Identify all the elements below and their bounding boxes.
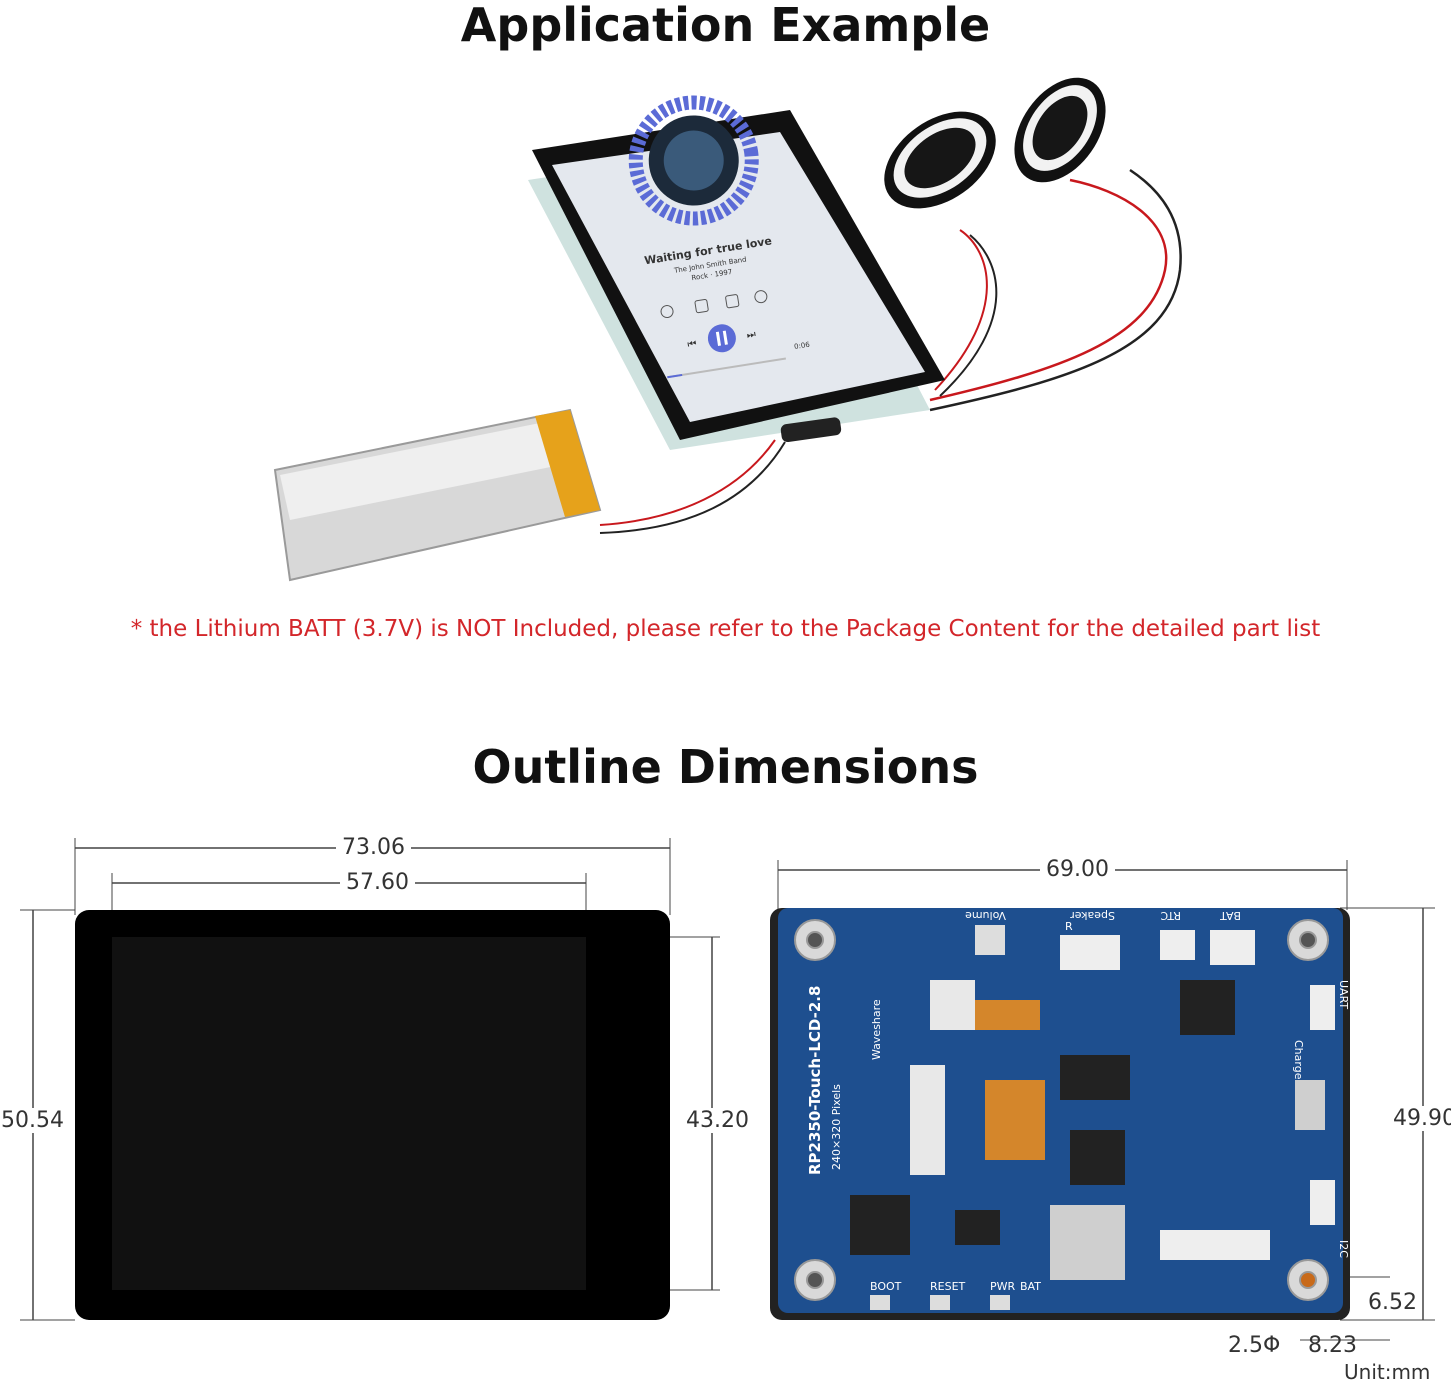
lcd-device — [528, 110, 945, 450]
pcb-label: PWR — [990, 1280, 1016, 1293]
pcb-label: I2C — [1337, 1240, 1350, 1258]
gpio-header — [1160, 1230, 1270, 1260]
pcb-label: BOOT — [870, 1280, 902, 1293]
sd-card-slot — [1050, 1205, 1125, 1280]
boot-button — [870, 1295, 890, 1310]
pcb-label: RESET — [930, 1280, 966, 1293]
pcb-label: UART — [1337, 980, 1350, 1009]
ic-chip — [1070, 1130, 1125, 1185]
application-example-title: Application Example — [460, 0, 991, 52]
speaker-connector — [1060, 935, 1120, 970]
visualizer-ring — [628, 95, 759, 226]
back-view-drawing: RP2350-Touch-LCD-2.8 240×320 Pixels Wave… — [770, 860, 1435, 1341]
dim-width-outer: 73.06 — [336, 835, 411, 860]
dim-height-inner: 43.20 — [680, 1108, 755, 1133]
battery-note: * the Lithium BATT (3.7V) is NOT Include… — [130, 616, 1321, 642]
ic-chip — [1060, 1055, 1130, 1100]
pcb-label: Speaker — [1070, 909, 1115, 922]
reset-button — [930, 1295, 950, 1310]
next-icon[interactable]: ⏭ — [746, 329, 757, 341]
front-view-drawing — [20, 838, 720, 1321]
flash-chip — [955, 1210, 1000, 1245]
dim-hole-diameter: 2.5Φ — [1228, 1333, 1281, 1358]
progress-bar — [667, 373, 683, 379]
pcb-label: RTC — [1160, 909, 1181, 922]
dim-height-outer: 50.54 — [0, 1108, 70, 1133]
bat-connector — [1210, 930, 1255, 965]
rp2350-chip — [850, 1195, 910, 1255]
volume-pot — [975, 925, 1005, 955]
dim-width-inner: 57.60 — [340, 870, 415, 895]
pcb-label: Volume — [965, 909, 1006, 922]
dim-hole-offset-x: 8.23 — [1308, 1333, 1357, 1358]
pcb-label: BAT — [1020, 1280, 1041, 1293]
rtc-connector — [1160, 930, 1195, 960]
pwr-button — [990, 1295, 1010, 1310]
speaker-left — [884, 111, 996, 209]
heart-icon[interactable] — [660, 305, 674, 319]
dim-back-width: 69.00 — [1040, 857, 1115, 882]
ic-chip — [1180, 980, 1235, 1035]
lithium-battery — [273, 408, 602, 582]
uart-connector — [1310, 985, 1335, 1030]
more-icon[interactable] — [754, 290, 768, 304]
pcb-label: Charge — [1292, 1040, 1305, 1080]
pause-button[interactable] — [706, 322, 738, 354]
pcb-resolution-label: 240×320 Pixels — [830, 1084, 843, 1170]
download-icon[interactable] — [725, 294, 740, 309]
previous-icon[interactable]: ⏮ — [687, 338, 698, 350]
pcb-label: BAT — [1220, 909, 1241, 922]
lyrics-icon[interactable] — [694, 298, 709, 314]
speaker-right — [1014, 77, 1106, 183]
usb-c-port — [1295, 1080, 1325, 1130]
dim-back-height: 49.90 — [1387, 1106, 1451, 1131]
front-panel-display — [112, 937, 586, 1290]
pcb-label: R — [1065, 920, 1073, 933]
application-illustration: Waiting for true love The John Smith Ban… — [273, 77, 1182, 582]
elapsed-time: 0:06 — [794, 341, 811, 351]
outline-dimensions-title: Outline Dimensions — [472, 740, 979, 794]
pcb-brand-label: Waveshare — [870, 999, 883, 1060]
dim-hole-offset-y: 6.52 — [1368, 1290, 1417, 1315]
lcd-fpc-connector — [910, 1065, 945, 1175]
i2c-connector — [1310, 1180, 1335, 1225]
fpc-connector — [930, 980, 975, 1030]
pcb-name-label: RP2350-Touch-LCD-2.8 — [806, 986, 824, 1175]
unit-label: Unit:mm — [1344, 1360, 1431, 1384]
